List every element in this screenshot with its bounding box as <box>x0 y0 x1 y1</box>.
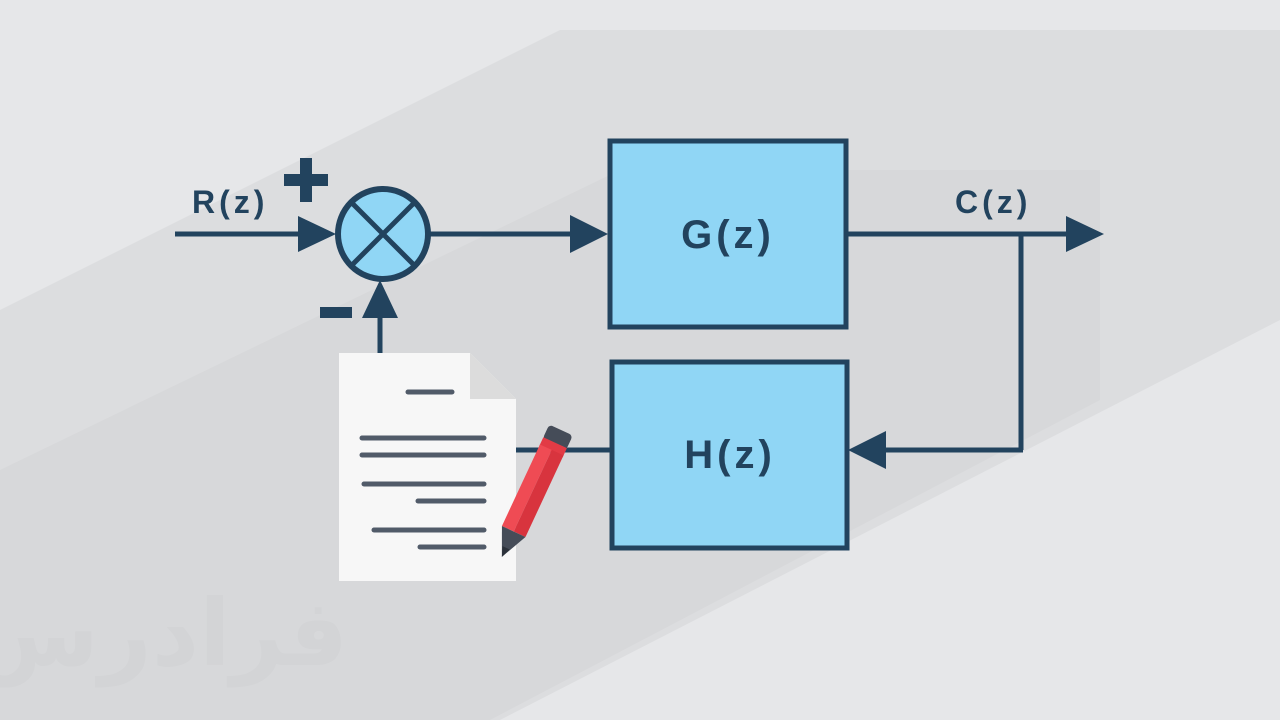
feedback-arrow <box>848 431 886 469</box>
watermark-text: فرادرس <box>0 580 348 688</box>
summing-junction-icon <box>335 186 431 282</box>
input-arrow <box>298 216 336 252</box>
plus-sign <box>284 158 328 202</box>
document-icon <box>339 353 516 581</box>
input-label: R(z) <box>192 184 268 220</box>
feedback-block: H(z) <box>609 359 850 551</box>
forward-arrow <box>570 215 608 253</box>
minus-sign <box>320 307 352 318</box>
feedback-up-arrow <box>362 280 398 318</box>
output-arrow <box>1066 216 1104 252</box>
forward-block-label: G(z) <box>681 213 775 257</box>
output-label: C(z) <box>955 184 1031 220</box>
forward-block: G(z) <box>607 138 849 330</box>
feedback-block-label: H(z) <box>684 433 776 477</box>
pencil-icon <box>501 425 572 557</box>
